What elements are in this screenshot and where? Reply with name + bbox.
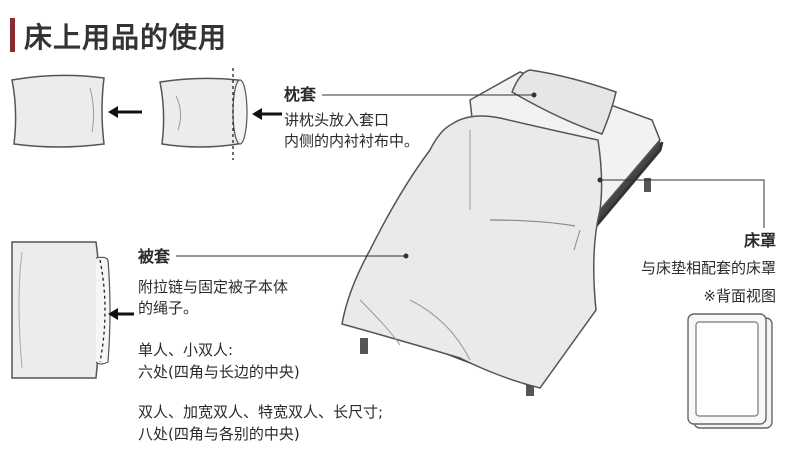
pillow-in-case-icon xyxy=(12,75,104,147)
duvet-cover-text-line1: 附拉链与固定被子本体 xyxy=(138,277,288,298)
duvet-double-line2: 八处(四角与各别的中央) xyxy=(138,424,300,445)
fitted-sheet-back-view-label: ※背面视图 xyxy=(703,286,776,307)
duvet-cover-text-line2: 的绳子。 xyxy=(138,298,198,319)
arrow-to-duvet-icon xyxy=(108,308,134,320)
arrow-into-case-icon xyxy=(252,108,282,120)
duvet-single-line1: 单人、小双人: xyxy=(138,340,233,361)
pillowcase-text-line2: 内侧的内衬衬布中。 xyxy=(284,131,419,152)
duvet-cover-icon xyxy=(12,242,110,378)
arrow-left-icon xyxy=(108,106,142,118)
pillowcase-heading: 枕套 xyxy=(284,84,316,105)
fitted-sheet-text-line1: 与床垫相配套的床罩 xyxy=(641,258,776,279)
duvet-double-line1: 双人、加宽双人、特宽双人、长尺寸; xyxy=(138,402,383,423)
duvet-cover-heading: 被套 xyxy=(138,246,170,267)
bed-illustration xyxy=(342,70,662,396)
pillowcase-text-line1: 讲枕头放入套口 xyxy=(284,110,389,131)
duvet-single-line2: 六处(四角与长边的中央) xyxy=(138,362,300,383)
pillowcase-open-icon xyxy=(160,68,247,160)
fitted-sheet-heading: 床罩 xyxy=(744,230,776,251)
fitted-sheet-back-view-icon xyxy=(688,314,772,428)
